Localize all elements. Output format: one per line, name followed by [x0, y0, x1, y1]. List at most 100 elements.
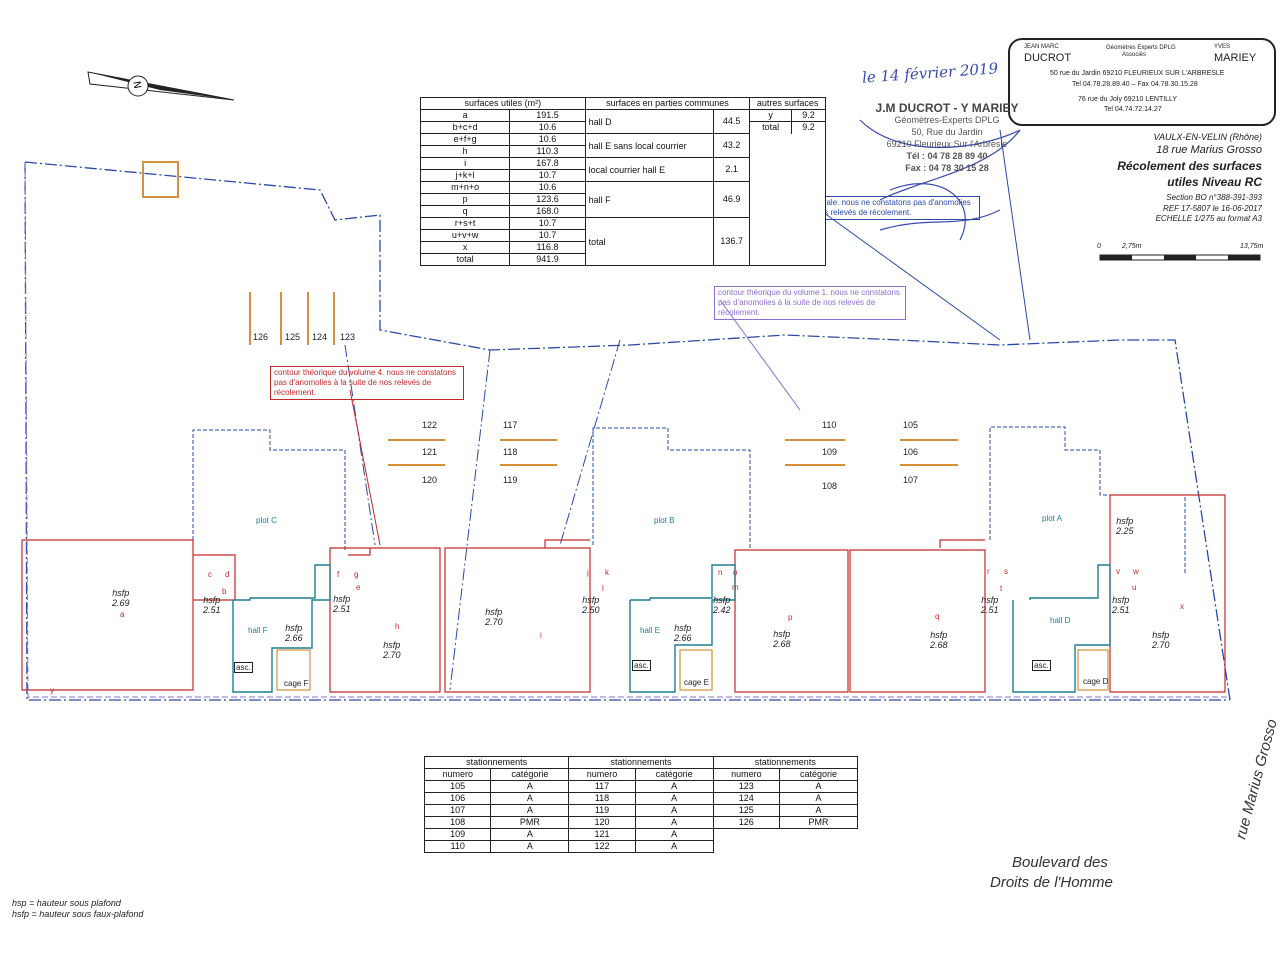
- cage-d-label: cage D: [1083, 677, 1109, 686]
- surface-value: 10.6: [509, 133, 586, 146]
- room-letter: i: [540, 631, 542, 640]
- signature: [859, 119, 1021, 241]
- parking-number: 125: [712, 804, 781, 817]
- height-value: 2.70: [1152, 640, 1170, 650]
- title-section: Section BO n°388-391-393: [1166, 193, 1262, 202]
- stamp-address2: 76 rue du Joly 69210 LENTILLY: [1078, 96, 1178, 103]
- cage-f-label: cage F: [284, 679, 309, 688]
- stall-108: 108: [822, 481, 838, 491]
- hsfp-text: hsfp: [485, 607, 503, 617]
- autre-label: total: [749, 121, 792, 134]
- hsfp-text: hsfp: [930, 630, 948, 640]
- stamp2-line3: 50, Rue du Jardin: [911, 127, 983, 137]
- commune-label: hall E sans local courrier: [584, 133, 715, 158]
- room-letter: d: [225, 570, 230, 579]
- surface-value: 941.9: [509, 253, 586, 266]
- commune-label: local courrier hall E: [584, 157, 715, 182]
- parking-number: 124: [712, 792, 781, 805]
- lot-separators: [344, 339, 621, 691]
- commune-value: 44.5: [713, 109, 751, 134]
- surface-value: 10.6: [509, 181, 586, 194]
- plot-b-label: plot B: [654, 516, 675, 525]
- room-letter: o: [733, 568, 738, 577]
- parking-category: PMR: [490, 816, 570, 829]
- height-value: 2.51: [1112, 605, 1130, 615]
- parking-category: A: [490, 780, 570, 793]
- volume-1-contour: [24, 161, 1228, 698]
- stall-123: 123: [340, 332, 356, 342]
- parcel-boundary: [24, 161, 1231, 701]
- room-letter: t: [1000, 584, 1003, 593]
- parking-category: A: [490, 792, 570, 805]
- surfaces-communes-header: surfaces en parties communes: [584, 97, 751, 110]
- plot-footprints: [192, 426, 1186, 575]
- parking-number: 121: [568, 828, 636, 841]
- commune-value: 46.9: [713, 181, 751, 218]
- parking-category: A: [490, 828, 570, 841]
- hsfp-text: hsfp: [285, 623, 303, 633]
- height-value: 2.70: [485, 617, 503, 627]
- surface-lot: total: [419, 253, 511, 266]
- note-leaders: [349, 209, 1001, 546]
- stall-120: 120: [422, 475, 438, 485]
- parking-number: 120: [568, 816, 636, 829]
- surfaces-utiles-header: surfaces utiles (m²): [420, 97, 586, 110]
- height-value: 2.42: [713, 605, 731, 615]
- elevator-f: asc.: [234, 662, 253, 673]
- parking-category: A: [490, 804, 570, 817]
- room-letter: j: [587, 568, 589, 577]
- parking-category: A: [779, 792, 858, 805]
- height-value: 2.25: [1116, 526, 1134, 536]
- col-numero-1: numero: [423, 768, 492, 781]
- surface-lot: i: [419, 157, 511, 170]
- parking-number: [713, 829, 779, 841]
- room-letter: r: [987, 567, 990, 576]
- stamp-profession: Géomètres Experts DPLG: [1106, 45, 1176, 51]
- stall-119: 119: [503, 475, 518, 485]
- surveyor-stamp: JEAN MARC DUCROT Géomètres Experts DPLG …: [1008, 38, 1276, 126]
- surface-value: 116.8: [509, 241, 586, 254]
- plot-c-label: plot C: [256, 516, 277, 525]
- room-letter: c: [208, 570, 212, 579]
- height-value: 2.66: [674, 633, 692, 643]
- room-letter: n: [718, 568, 723, 577]
- room-letter: f: [337, 570, 340, 579]
- hall-e-label: hall E: [640, 626, 661, 635]
- red-note: contour théorique du volume 4. nous ne c…: [270, 366, 464, 400]
- building-outline: [21, 494, 1226, 693]
- title-ref: REF 17-5807 le 16-06-2017: [1162, 204, 1262, 213]
- hsfp-text: hsfp: [333, 594, 351, 604]
- stall-110: 110: [822, 420, 837, 430]
- room-letter: m: [732, 583, 739, 592]
- room-letter: p: [788, 613, 793, 622]
- scale-label-0: 0: [1097, 243, 1101, 250]
- parking-header-2: stationnements: [568, 756, 714, 769]
- stamp2-line5: Tél : 04 78 28 89 40: [906, 151, 988, 161]
- stamp2-line6: Fax : 04 78 30 15 28: [905, 163, 989, 173]
- commune-label: hall D: [584, 109, 715, 134]
- parking-stall-lines: [249, 292, 958, 466]
- parking-category: A: [634, 792, 714, 805]
- cage-e-label: cage E: [684, 678, 709, 687]
- parking-header-3: stationnements: [712, 756, 859, 769]
- stamp2-line4: 69210 Fleurieux Sur l'Arbresle: [886, 139, 1008, 149]
- commune-label: hall F: [584, 181, 715, 218]
- parking-number: 126: [712, 816, 781, 829]
- parking-number: 108: [423, 816, 492, 829]
- scale-label-2: 13,75m: [1240, 243, 1264, 250]
- plot-a-label: plot A: [1042, 514, 1063, 523]
- hsfp-text: hsfp: [1152, 630, 1170, 640]
- hsfp-text: hsfp: [203, 595, 221, 605]
- hall-d-label: hall D: [1050, 616, 1071, 625]
- height-value: 2.68: [773, 639, 791, 649]
